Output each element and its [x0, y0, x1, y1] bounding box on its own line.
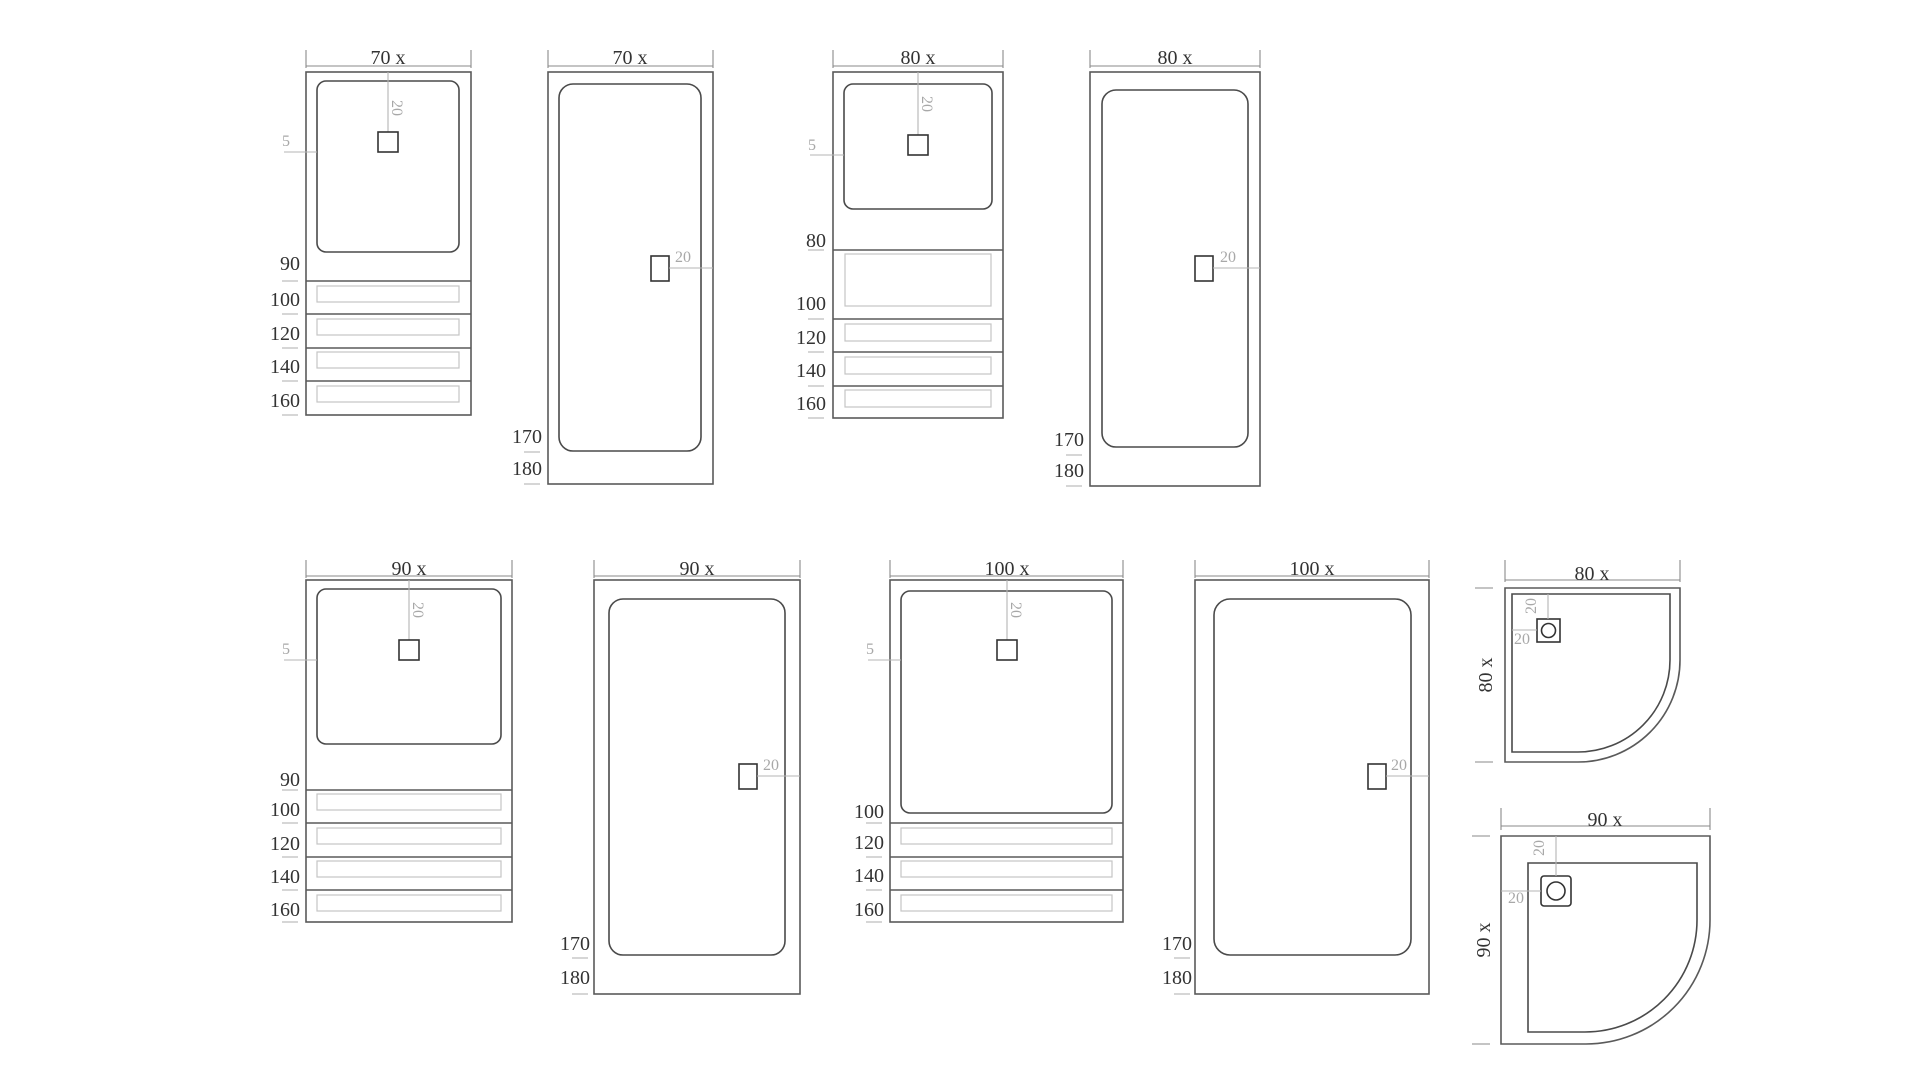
width-label: 90 x	[1588, 809, 1623, 831]
length-100: 100	[270, 289, 300, 311]
length-170: 170	[1054, 429, 1084, 451]
tray-70-long: 70 x 20 170 180	[512, 47, 714, 485]
length-160: 160	[796, 393, 826, 415]
length-170: 170	[512, 426, 542, 448]
length-90: 90	[280, 769, 300, 791]
length-90: 90	[280, 253, 300, 275]
tray-70-short: 70 x 20 5 90 100 120 140 160	[270, 47, 472, 416]
length-120: 120	[796, 327, 826, 349]
length-140: 140	[270, 866, 300, 888]
drain-label: 20	[763, 757, 779, 774]
drain-icon	[377, 131, 399, 153]
offset-label: 5	[282, 641, 290, 658]
length-140: 140	[854, 865, 884, 887]
offset-label: 5	[282, 133, 290, 150]
drain-grate-icon	[1546, 881, 1566, 901]
drain-top-label: 20	[1531, 840, 1548, 856]
length-180: 180	[1054, 460, 1084, 482]
length-80: 80	[806, 230, 826, 252]
length-120: 120	[854, 832, 884, 854]
drain-icon	[907, 134, 929, 156]
width-label: 80 x	[1158, 47, 1193, 69]
tray-100-short: 100 x 20 5 100 120 140 160	[854, 558, 1124, 923]
side-label: 90 x	[1473, 923, 1495, 958]
length-100: 100	[854, 801, 884, 823]
width-label: 100 x	[985, 558, 1030, 580]
drain-icon	[650, 255, 670, 282]
drain-icon	[398, 639, 420, 661]
drain-side-label: 20	[1514, 631, 1530, 648]
drain-label: 20	[1007, 602, 1024, 618]
offset-label: 5	[866, 641, 874, 658]
width-label: 100 x	[1290, 558, 1335, 580]
offset-label: 5	[808, 137, 816, 154]
tray-80-long: 80 x 20 170 180	[1054, 47, 1261, 487]
drain-icon	[738, 763, 758, 790]
length-170: 170	[560, 933, 590, 955]
quarter-tray-80: 80 x 80 x 20 20	[1475, 560, 1681, 763]
length-140: 140	[270, 356, 300, 378]
tray-90-short: 90 x 20 5 90 100 120 140 160	[270, 558, 513, 923]
width-label: 90 x	[680, 558, 715, 580]
length-100: 100	[796, 293, 826, 315]
side-label: 80 x	[1475, 658, 1497, 693]
length-180: 180	[1162, 967, 1192, 989]
tray-80-short: 80 x 20 5 80 100 120 140 160	[796, 47, 1004, 419]
length-120: 120	[270, 323, 300, 345]
drain-icon	[996, 639, 1018, 661]
width-label: 70 x	[613, 47, 648, 69]
drain-side-label: 20	[1508, 890, 1524, 907]
width-label: 80 x	[1575, 563, 1610, 585]
length-160: 160	[270, 390, 300, 412]
width-label: 90 x	[392, 558, 427, 580]
width-label: 80 x	[901, 47, 936, 69]
length-160: 160	[854, 899, 884, 921]
drain-icon	[1367, 763, 1387, 790]
quarter-tray-90: 90 x 90 x 20 20	[1472, 808, 1711, 1045]
length-100: 100	[270, 799, 300, 821]
drain-label: 20	[675, 249, 691, 266]
drain-icon	[1194, 255, 1214, 282]
length-170: 170	[1162, 933, 1192, 955]
drain-grate-icon	[1540, 622, 1557, 639]
drain-label: 20	[1391, 757, 1407, 774]
drain-label: 20	[388, 100, 405, 116]
length-120: 120	[270, 833, 300, 855]
length-180: 180	[560, 967, 590, 989]
drain-top-label: 20	[1523, 598, 1540, 614]
drain-label: 20	[918, 96, 935, 112]
tray-90-long: 90 x 20 170 180	[560, 558, 801, 995]
drain-label: 20	[1220, 249, 1236, 266]
tray-100-long: 100 x 20 170 180	[1162, 558, 1430, 995]
width-label: 70 x	[371, 47, 406, 69]
length-180: 180	[512, 458, 542, 480]
drain-label: 20	[409, 602, 426, 618]
length-160: 160	[270, 899, 300, 921]
length-140: 140	[796, 360, 826, 382]
